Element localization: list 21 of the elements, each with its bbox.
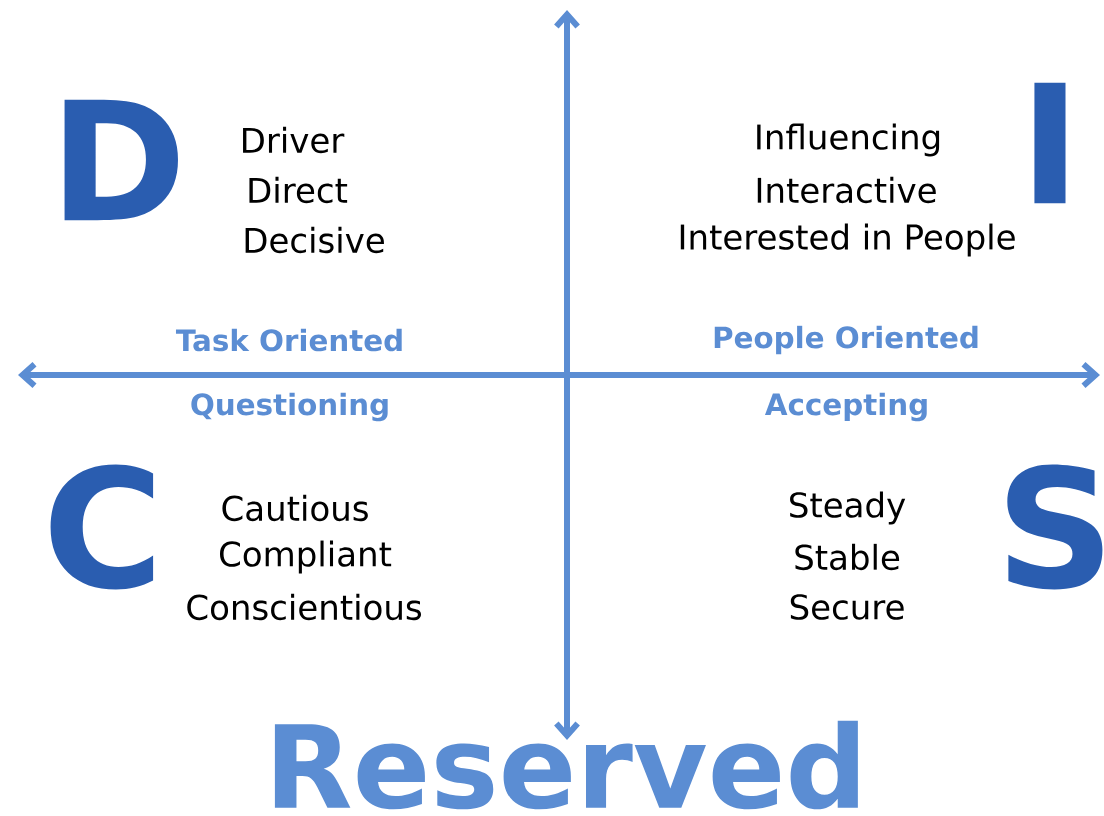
axis-label: Questioning (191, 392, 388, 422)
trait-word: Influencing (757, 123, 940, 157)
trait-word: Compliant (220, 540, 392, 574)
trait-word: Stable (795, 543, 900, 571)
axis-label: Task Oriented (176, 328, 402, 352)
quadrant-letter: I (1034, 82, 1066, 204)
trait-word: Interested in People (680, 223, 1015, 257)
trait-word: Cautious (222, 494, 368, 522)
trait-word: Secure (790, 594, 904, 620)
trait-word: Steady (790, 491, 906, 525)
axis-label: People Oriented (714, 325, 978, 355)
trait-word: Interactive (757, 176, 936, 204)
trait-word: Direct (249, 176, 348, 204)
quadrant-letter: D (64, 99, 178, 221)
trait-word: Decisive (245, 226, 384, 254)
axis-label: Reserved (274, 720, 858, 810)
trait-word: Driver (243, 126, 345, 154)
quadrant-letter: S (1007, 464, 1103, 590)
quadrant-letter: C (50, 464, 154, 590)
axis-label: Accepting (765, 392, 927, 422)
trait-word: Conscientious (187, 593, 421, 621)
